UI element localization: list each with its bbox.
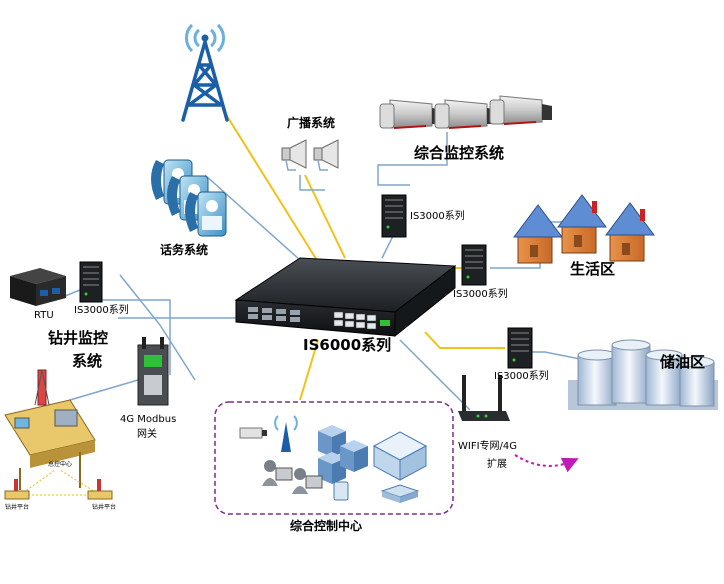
- modbus-gateway-label-line1: 4G Modbus: [120, 414, 177, 425]
- link-platform-modbus: [69, 379, 139, 401]
- link-tower-core: [221, 107, 319, 263]
- is3000-switch-top-icon: [381, 194, 407, 238]
- wifi-extension-arrow: [514, 454, 579, 473]
- control-center-printer-icon: [380, 484, 420, 503]
- wifi-label-line1: WIFI专网/4G: [458, 441, 518, 452]
- telephony-system-label: 话务系统: [160, 243, 209, 257]
- is3000-switch-middle-icon: [461, 244, 487, 286]
- link-cameras-switch: [377, 132, 448, 186]
- link-rightswitch-oil: [532, 351, 586, 361]
- link-core-control: [299, 339, 319, 401]
- link-core-wifi: [399, 339, 471, 411]
- link-broadcast-drop: [299, 175, 325, 191]
- control-center-label: 综合控制中心: [290, 519, 363, 533]
- is3000-switch-left-icon: [79, 261, 103, 303]
- control-center-servers-icon: [318, 425, 368, 484]
- rtu-label: RTU: [34, 310, 54, 321]
- drilling-monitoring-label-line2: 系统: [72, 352, 103, 370]
- is6000-label: IS6000系列: [303, 336, 392, 354]
- wifi-router-icon: [458, 375, 510, 421]
- modbus-gateway-icon: [137, 337, 169, 406]
- is6000-core-switch-icon: [234, 257, 457, 338]
- oil-storage-label: 储油区: [660, 353, 706, 371]
- platform-left-label: 钻井平台: [5, 504, 30, 511]
- modbus-gateway-label-line2: 网关: [137, 429, 157, 440]
- oil-storage-tanks-icon: [568, 339, 718, 410]
- telephone-icons: [151, 159, 227, 237]
- living-area-houses-icon: [513, 194, 655, 264]
- is3000-middle-label: IS3000系列: [453, 289, 508, 300]
- link-phone-core: [204, 174, 301, 261]
- link-modbus-right: [119, 274, 196, 381]
- drilling-monitoring-label-line1: 钻井监控: [48, 329, 109, 347]
- is3000-switch-right-icon: [507, 327, 533, 369]
- is3000-right-label: IS3000系列: [494, 371, 549, 382]
- living-area-label: 生活区: [570, 260, 616, 278]
- control-center-antenna-icon: [274, 415, 298, 452]
- link-broadcast-core: [304, 174, 346, 259]
- broadcast-speakers-icon: [281, 139, 339, 171]
- control-center-fax-icon: [372, 431, 428, 481]
- rtu-device-icon: [10, 268, 66, 306]
- is3000-top-label: IS3000系列: [410, 211, 465, 222]
- link-core-oil: [424, 331, 505, 349]
- broadcast-system-label: 广播系统: [287, 116, 336, 130]
- wifi-label-line2: 扩展: [487, 459, 507, 470]
- control-center-camera-icon: [239, 427, 267, 439]
- platform-right-label: 钻井平台: [92, 504, 117, 511]
- link-leftswitch-modbus: [95, 299, 171, 375]
- radio-tower-icon: [181, 23, 229, 122]
- control-center-phone-icon: [333, 481, 349, 501]
- connection-lines: [54, 107, 586, 473]
- drilling-platform-illustration: [4, 369, 113, 500]
- surveillance-system-label: 综合监控系统: [414, 144, 505, 162]
- control-center-operators-icon: [262, 460, 323, 494]
- is3000-left-label: IS3000系列: [74, 305, 129, 316]
- surveillance-cameras-icon: [379, 95, 552, 129]
- platform-center-label: 总控中心: [48, 461, 73, 468]
- control-center-frame: [214, 401, 454, 515]
